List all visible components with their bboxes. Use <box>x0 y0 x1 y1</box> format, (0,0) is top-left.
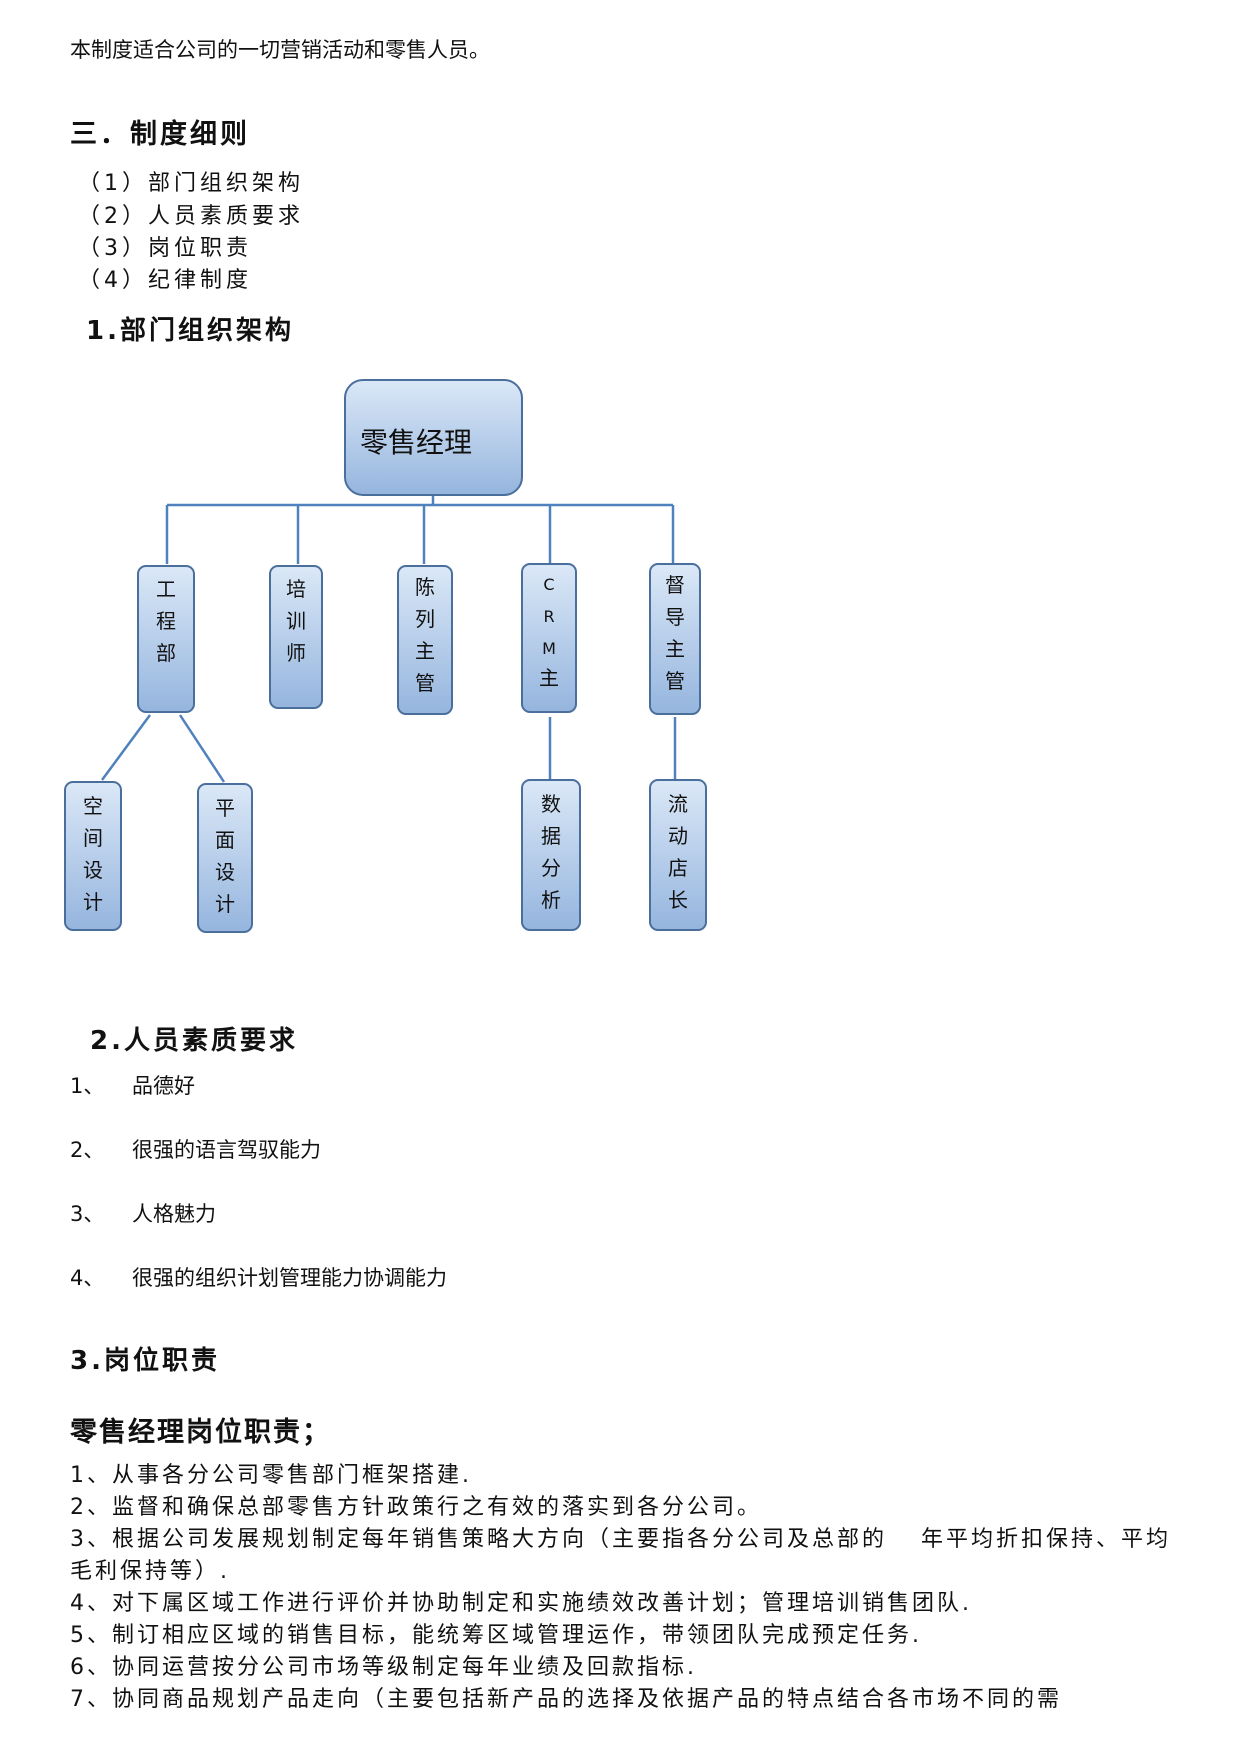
sub-char: 间 <box>83 826 103 850</box>
sub-char: 计 <box>215 892 235 916</box>
org-chart: 零售经理 工 程 部 培 训 师 陈 列 主 管 C R M 主 <box>64 379 707 933</box>
duties-subheading: 零售经理岗位职责； <box>70 1417 331 1448</box>
duty-item: 2、监督和确保总部零售方针政策行之有效的落实到各分公司。 <box>70 1495 762 1520</box>
toc-item: （3）岗位职责 <box>78 236 252 261</box>
dept-char: R <box>543 607 554 626</box>
sub-char: 动 <box>668 824 688 848</box>
dept-char: 管 <box>415 671 435 695</box>
dept-char: 师 <box>286 641 306 665</box>
sub-char: 长 <box>668 888 688 912</box>
toc-item: （1）部门组织架构 <box>78 171 304 196</box>
dept-char: 主 <box>415 639 435 663</box>
dept-box-crm-supervisor: C R M 主 <box>521 563 577 713</box>
quality-number: 4、 <box>70 1266 105 1290</box>
sub-box-graphic-design: 平 面 设 计 <box>197 783 253 933</box>
org-connectors <box>100 495 677 783</box>
org-heading: 1.部门组织架构 <box>86 316 294 346</box>
root-box-retail-manager: 零售经理 <box>344 379 523 496</box>
quality-text: 很强的语言驾驭能力 <box>132 1138 321 1162</box>
sub-char: 设 <box>215 860 235 884</box>
sub-char: 计 <box>83 890 103 914</box>
sub-char: 空 <box>83 794 103 818</box>
quality-number: 2、 <box>70 1138 105 1162</box>
dept-box-engineering: 工 程 部 <box>137 565 195 713</box>
dept-char: 工 <box>156 577 176 601</box>
qualities-heading: 2.人员素质要求 <box>90 1026 298 1056</box>
sub-box-data-analysis: 数 据 分 析 <box>521 779 581 931</box>
dept-char: 部 <box>156 641 176 665</box>
duty-item: 5、制订相应区域的销售目标，能统筹区域管理运作，带领团队完成预定任务. <box>70 1623 922 1648</box>
duty-item: 3、根据公司发展规划制定每年销售策略大方向（主要指各分公司及总部的年平均折扣保持… <box>70 1524 1180 1588</box>
duty-item: 6、协同运营按分公司市场等级制定每年业绩及回款指标. <box>70 1655 697 1680</box>
dept-box-supervision-manager: 督 导 主 管 <box>649 563 701 715</box>
section-title: 三．制度细则 <box>70 119 250 150</box>
dept-box-display-supervisor: 陈 列 主 管 <box>397 565 453 715</box>
root-label: 零售经理 <box>360 426 472 459</box>
dept-char: 程 <box>156 609 176 633</box>
sub-char: 析 <box>541 888 561 912</box>
dept-box-trainer: 培 训 师 <box>269 565 323 709</box>
dept-char: 列 <box>415 607 435 631</box>
sub-char: 平 <box>215 796 235 820</box>
quality-text: 很强的组织计划管理能力协调能力 <box>132 1266 447 1290</box>
dept-char: 主 <box>665 637 685 661</box>
sub-char: 面 <box>215 828 235 852</box>
sub-char: 据 <box>541 824 561 848</box>
quality-number: 1、 <box>70 1074 105 1098</box>
sub-box-mobile-store-manager: 流 动 店 长 <box>649 779 707 931</box>
dept-char: 主 <box>539 666 559 690</box>
sub-char: 分 <box>541 856 561 880</box>
quality-text: 品德好 <box>132 1074 195 1098</box>
dept-char: 培 <box>286 577 306 601</box>
duty-item: 1、从事各分公司零售部门框架搭建. <box>70 1463 472 1488</box>
intro-text: 本制度适合公司的一切营销活动和零售人员。 <box>70 38 490 62</box>
sub-char: 数 <box>541 792 561 816</box>
quality-text: 人格魅力 <box>132 1202 216 1226</box>
duty-item: 7、协同商品规划产品走向（主要包括新产品的选择及依据产品的特点结合各市场不同的需 <box>70 1687 1063 1712</box>
duty-item-part: 3、根据公司发展规划制定每年销售策略大方向（主要指各分公司及总部的 <box>70 1527 887 1552</box>
dept-char: 导 <box>665 605 685 629</box>
duties-heading: 3.岗位职责 <box>70 1346 220 1376</box>
dept-char: 训 <box>286 609 306 633</box>
duty-item: 4、对下属区域工作进行评价并协助制定和实施绩效改善计划；管理培训销售团队. <box>70 1591 972 1616</box>
dept-char: C <box>543 575 554 594</box>
toc-item: （4）纪律制度 <box>78 268 252 293</box>
quality-number: 3、 <box>70 1202 105 1226</box>
sub-char: 店 <box>668 856 688 880</box>
sub-box-space-design: 空 间 设 计 <box>64 781 122 931</box>
duty-item-part: 年平均折扣保持、平均毛利保持等）. <box>70 1527 1172 1584</box>
dept-char: 督 <box>665 573 685 597</box>
dept-char: M <box>542 639 556 658</box>
dept-char: 管 <box>665 669 685 693</box>
dept-char: 陈 <box>415 575 435 599</box>
sub-char: 设 <box>83 858 103 882</box>
toc-item: （2）人员素质要求 <box>78 204 304 229</box>
sub-char: 流 <box>668 792 688 816</box>
